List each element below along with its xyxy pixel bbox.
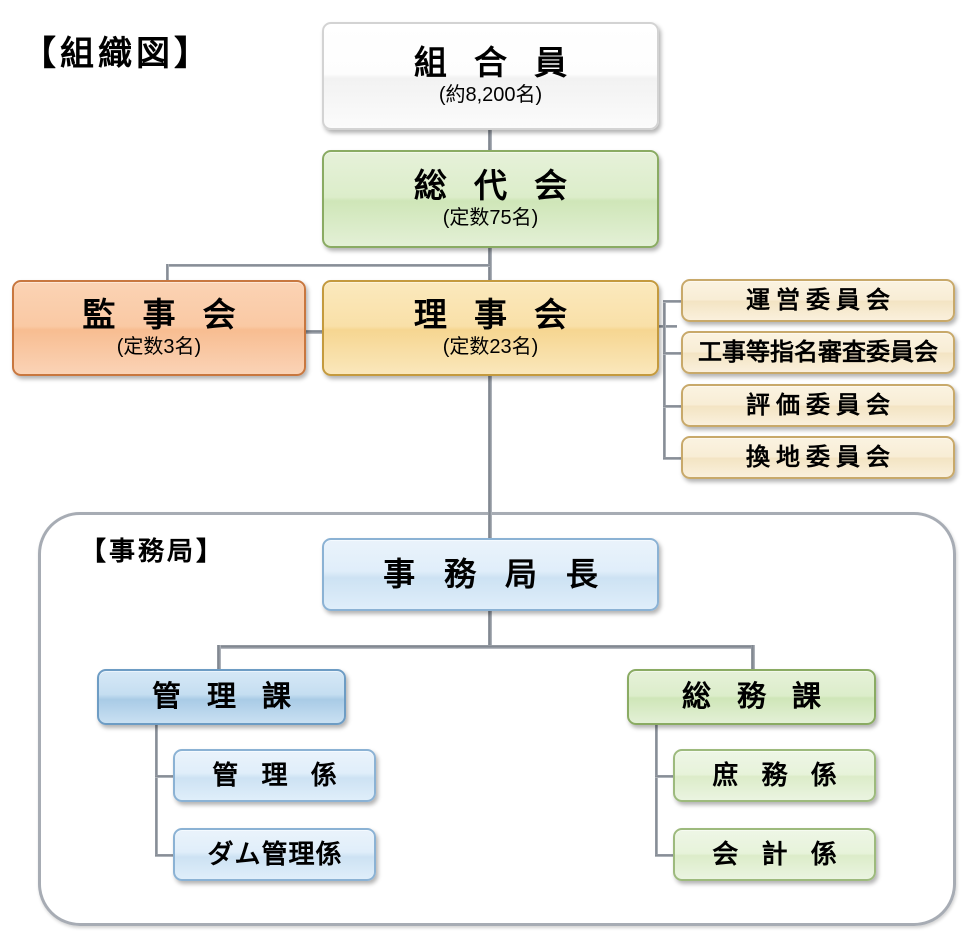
node-auditors-sub: (定数3名)	[116, 336, 202, 359]
connector-soumu-section-1	[655, 775, 677, 778]
node-kanri-ka[interactable]: 管 理 課	[97, 669, 346, 725]
node-committee-2[interactable]: 工事等指名審査委員会	[681, 331, 955, 374]
node-soumu-section-2-label: 会 計 係	[712, 838, 845, 869]
connector-directors-committees-stub	[655, 325, 677, 328]
connector-committee-3	[663, 405, 685, 408]
node-members[interactable]: 組 合 員 (約8,200名)	[322, 22, 659, 130]
connector-kanri-section-2	[155, 854, 177, 857]
node-soumu-ka[interactable]: 総 務 課	[627, 669, 876, 725]
node-assembly[interactable]: 総 代 会 (定数75名)	[322, 150, 659, 248]
connector-soumu-section-2	[655, 854, 677, 857]
connector-committee-4	[663, 457, 685, 460]
connector-departments-horizontal	[217, 645, 755, 649]
node-committee-3-label: 評価委員会	[746, 391, 896, 419]
node-committee-1-label: 運営委員会	[746, 286, 896, 314]
page-title: 【組織図】	[22, 35, 212, 73]
node-committee-4-label: 換地委員会	[746, 443, 896, 471]
node-committee-4[interactable]: 換地委員会	[681, 436, 955, 479]
connector-directors-office-chief	[488, 376, 492, 538]
office-section-container	[38, 512, 956, 926]
connector-members-assembly	[488, 128, 492, 154]
connector-office-chief-down	[488, 611, 492, 647]
connector-auditors-vertical	[166, 264, 169, 282]
connector-kanri-section-1	[155, 775, 177, 778]
node-kanri-section-2-label: ダム管理係	[207, 838, 343, 869]
node-auditors-label: 監 事 会	[82, 295, 245, 333]
node-office-chief-label: 事 務 局 長	[383, 555, 608, 592]
node-office-chief[interactable]: 事 務 局 長	[322, 538, 659, 611]
connector-kanri-ka-vertical	[217, 645, 221, 670]
connector-committee-2	[663, 352, 685, 355]
node-directors-label: 理 事 会	[413, 295, 577, 333]
connector-assembly-directors	[488, 246, 492, 284]
node-members-label: 組 合 員	[413, 43, 577, 81]
connector-kanri-sections-spine	[155, 723, 158, 857]
node-soumu-section-1[interactable]: 庶 務 係	[673, 749, 876, 802]
node-assembly-sub: (定数75名)	[442, 207, 539, 230]
node-soumu-section-1-label: 庶 務 係	[712, 759, 845, 790]
office-section-label: 【事務局】	[80, 536, 226, 566]
node-members-sub: (約8,200名)	[438, 84, 543, 107]
node-assembly-label: 総 代 会	[413, 166, 577, 204]
node-committee-2-label: 工事等指名審査委員会	[698, 338, 938, 366]
node-kanri-section-2[interactable]: ダム管理係	[173, 828, 376, 881]
node-auditors[interactable]: 監 事 会 (定数3名)	[12, 280, 306, 376]
node-directors-sub: (定数23名)	[442, 336, 539, 359]
connector-committees-spine	[663, 300, 666, 460]
node-kanri-section-1-label: 管 理 係	[212, 759, 345, 790]
connector-soumu-ka-vertical	[751, 645, 755, 670]
node-directors[interactable]: 理 事 会 (定数23名)	[322, 280, 659, 376]
connector-committee-1	[663, 300, 685, 303]
node-committee-3[interactable]: 評価委員会	[681, 384, 955, 427]
node-committee-1[interactable]: 運営委員会	[681, 279, 955, 322]
connector-assembly-auditors-horizontal	[166, 264, 490, 267]
node-kanri-section-1[interactable]: 管 理 係	[173, 749, 376, 802]
node-soumu-section-2[interactable]: 会 計 係	[673, 828, 876, 881]
connector-auditors-directors	[303, 330, 327, 334]
node-kanri-ka-label: 管 理 課	[151, 680, 301, 713]
node-soumu-ka-label: 総 務 課	[681, 680, 831, 713]
connector-soumu-sections-spine	[655, 723, 658, 857]
